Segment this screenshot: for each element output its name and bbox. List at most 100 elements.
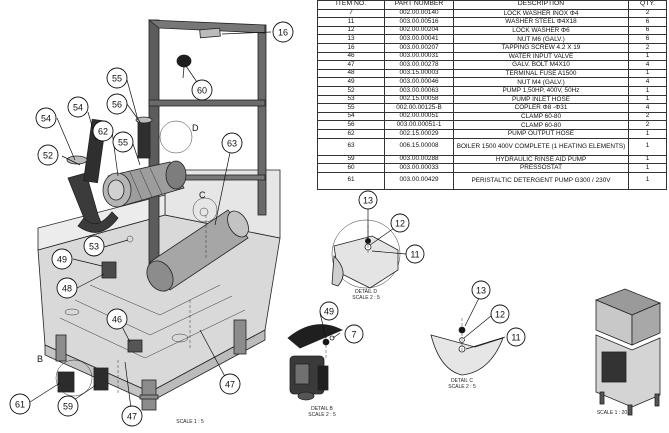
- leader-lines: [29, 31, 506, 417]
- detail-b-view: DETAIL B SCALE 2 : 5: [287, 324, 343, 418]
- bom-item-no: 61: [317, 171, 385, 190]
- bom-item-no: 53: [317, 94, 385, 105]
- bom-item-no: 59: [317, 154, 385, 165]
- bom-qty: 2: [628, 8, 667, 19]
- bom-qty: 6: [628, 34, 667, 44]
- svg-text:52: 52: [43, 151, 53, 161]
- bom-qty: 1: [628, 137, 667, 156]
- bom-item-no: 7: [317, 8, 385, 19]
- bom-item-no: 60: [317, 163, 385, 173]
- bom-item-no: 55: [317, 103, 385, 113]
- bom-description: TERMINAL FUSE A1500: [453, 68, 629, 79]
- bom-header-qty: QTY.: [628, 0, 667, 10]
- part-balloons: 16 60 55 56 54 54 62 55 63 52 53 49 48 4…: [9, 21, 526, 427]
- svg-text:11: 11: [511, 333, 520, 343]
- bom-description: GALV. BOLT M4X10: [453, 60, 629, 70]
- balloon-55: 55: [112, 131, 134, 153]
- bom-description: LOCK WASHER Φ6: [453, 25, 629, 36]
- main-scale-label: SCALE 1 : 5: [176, 419, 204, 425]
- bom-item-no: 52: [317, 85, 385, 96]
- bom-item-no: 13: [317, 34, 385, 44]
- balloon-53: 53: [83, 235, 105, 257]
- legs: [55, 319, 247, 411]
- bom-qty: 1: [628, 163, 667, 173]
- bom-item-no: 54: [317, 111, 385, 122]
- iso-scale-label: SCALE 1 : 20: [597, 410, 628, 416]
- detail-b-title: DETAIL B: [311, 406, 333, 412]
- bom-header-row: ITEM NO. PART NUMBER DESCRIPTION QTY.: [317, 0, 667, 10]
- bom-part-number: 003.00.00033: [384, 163, 454, 173]
- terminal-fuse: [101, 261, 117, 279]
- frame: [147, 19, 267, 281]
- bom-description: CLAMP 60-80: [453, 120, 629, 130]
- bom-description: NUT M4 (GALV.): [453, 77, 629, 87]
- detail-d-marker: [159, 120, 193, 154]
- bom-header-description: DESCRIPTION: [453, 0, 629, 10]
- bom-description: PRESSOSTAT: [453, 163, 629, 173]
- boiler-cylinder: [146, 209, 249, 292]
- bom-item-no: 47: [317, 60, 385, 70]
- bom-qty: 4: [628, 77, 667, 87]
- svg-text:49: 49: [324, 307, 334, 317]
- bom-part-number: 002.00.00140: [384, 8, 454, 19]
- view-d-label: D: [192, 123, 199, 133]
- bom-qty: 6: [628, 17, 667, 27]
- bom-qty: 4: [628, 60, 667, 70]
- svg-text:12: 12: [495, 310, 505, 320]
- detergent-pump: [57, 371, 75, 393]
- bom-description: BOILER 1500 400V COMPLETE (1 HEATING ELE…: [453, 137, 629, 156]
- svg-text:54: 54: [73, 103, 83, 113]
- balloon-12: 12: [490, 304, 510, 324]
- bom-part-number: 003.00.00031: [384, 51, 454, 62]
- bom-qty: 4: [628, 103, 667, 113]
- bom-part-number: 002.15.00029: [384, 128, 454, 139]
- balloon-47: 47: [121, 405, 143, 427]
- bom-qty: 1: [628, 85, 667, 96]
- bom-part-number: 003.00.00207: [384, 42, 454, 53]
- balloon-47: 47: [219, 373, 241, 395]
- iso-machine-view: SCALE 1 : 20: [594, 288, 662, 416]
- detail-c-marker: [192, 197, 218, 223]
- bom-description: TAPPING SCREW 4.2 X 19: [453, 42, 629, 53]
- pump-motor: [102, 160, 187, 208]
- bom-qty: 2: [628, 120, 667, 130]
- balloon-52: 52: [37, 144, 59, 166]
- detail-d-title: DETAIL D: [355, 289, 377, 295]
- bom-part-number: 003.00.00278: [384, 60, 454, 70]
- balloon-49: 49: [319, 301, 339, 321]
- bom-part-number: 003.00.00051-1: [384, 120, 454, 130]
- svg-text:48: 48: [62, 284, 72, 294]
- bom-part-number: 003.00.00288: [384, 154, 454, 165]
- balloon-7: 7: [344, 324, 364, 344]
- bom-qty: 1: [628, 68, 667, 79]
- pressostat: [176, 54, 192, 79]
- bom-item-no: 49: [317, 77, 385, 87]
- bom-description: WASHER STEEL Φ4X18: [453, 17, 629, 27]
- bom-description: PUMP 1,50HP, 400V, 50Hz: [453, 85, 629, 96]
- svg-text:13: 13: [363, 196, 373, 206]
- balloon-63: 63: [221, 132, 243, 154]
- bom-qty: 2: [628, 42, 667, 53]
- main-assembly-view: D C B SCALE 1 : 5: [37, 19, 281, 425]
- detail-c-scale: SCALE 2 : 5: [448, 384, 476, 390]
- svg-text:16: 16: [278, 28, 288, 38]
- svg-text:59: 59: [63, 402, 73, 412]
- balloon-55: 55: [106, 67, 128, 89]
- bom-item-no: 63: [317, 137, 385, 156]
- bom-part-number: 002.15.00058: [384, 94, 454, 105]
- detail-b-scale: SCALE 2 : 5: [308, 412, 336, 418]
